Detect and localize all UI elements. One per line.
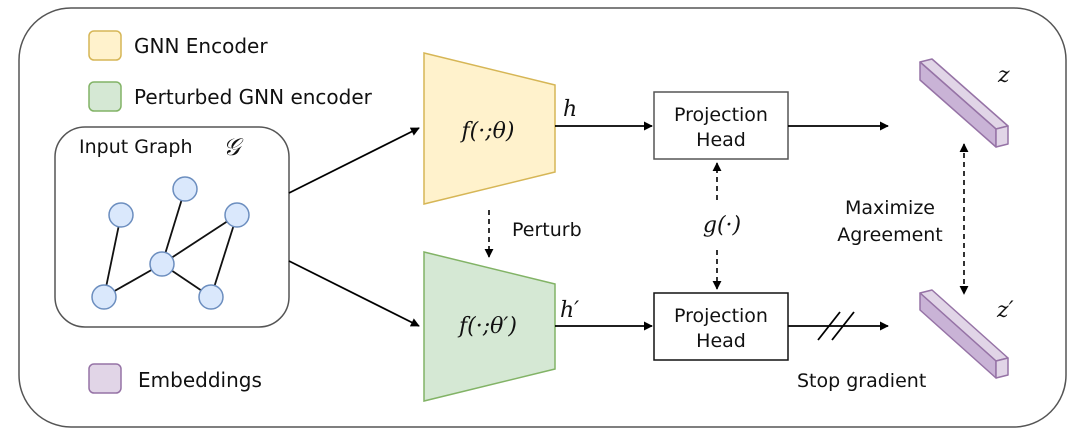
- input-graph-symbol: 𝒢: [223, 133, 244, 161]
- feature-bottom-label: h′: [560, 298, 579, 323]
- outer-frame: [18, 7, 1067, 428]
- stop-gradient-label: Stop gradient: [797, 370, 926, 392]
- perturb-label: Perturb: [512, 219, 582, 241]
- encoder-bottom-label: f(·;θ′): [457, 314, 517, 339]
- graph-edge: [161, 214, 238, 265]
- embedding-z-end-face: [995, 125, 1009, 148]
- graph-edge: [161, 188, 186, 265]
- projection-head-top-line2: Head: [696, 129, 746, 151]
- graph-edge: [103, 214, 122, 298]
- legend-encoder-label: GNN Encoder: [134, 34, 268, 58]
- projection-head-top-line1: Projection: [674, 104, 768, 126]
- projection-head-bottom-line1: Projection: [674, 305, 768, 327]
- input-graph-label: Input Graph: [79, 136, 193, 158]
- projection-head-bottom-line2: Head: [696, 330, 746, 352]
- legend-embeddings-label: Embeddings: [138, 368, 262, 392]
- graph-node: [172, 176, 198, 202]
- legend-perturbed-label: Perturbed GNN encoder: [134, 85, 373, 109]
- embedding-zprime: [919, 289, 1009, 379]
- stop-gradient-slash: [831, 311, 855, 341]
- output-bottom-label: z′: [996, 298, 1014, 323]
- encoder-top-label: f(·;θ): [460, 119, 515, 144]
- shared-head-label: g(·): [703, 213, 741, 238]
- feature-top-label: h: [563, 97, 577, 122]
- legend-encoder-swatch: [88, 30, 122, 61]
- arrow-graph-to-encoder: [288, 127, 420, 194]
- stop-gradient-slash: [817, 311, 841, 341]
- graph-node: [108, 202, 134, 228]
- maximize-label-line2: Agreement: [837, 224, 943, 246]
- legend-embeddings-swatch: [88, 363, 122, 394]
- maximize-label-line1: Maximize: [845, 197, 935, 219]
- graph-node: [224, 202, 250, 228]
- legend-perturbed-swatch: [88, 81, 122, 112]
- graph-node: [198, 284, 224, 310]
- embedding-z: [919, 58, 1009, 148]
- graph-node: [149, 251, 175, 277]
- gnn-encoder: [423, 52, 556, 205]
- graph-nodes: [91, 176, 250, 310]
- arrow-graph-to-perturbed-encoder: [288, 260, 420, 327]
- output-top-label: z: [997, 63, 1010, 88]
- graph-edge: [210, 214, 238, 298]
- perturbed-gnn-encoder: [423, 251, 556, 402]
- embedding-zprime-end-face: [995, 357, 1009, 379]
- graph-node: [91, 284, 117, 310]
- projection-head-bottom: [653, 292, 789, 361]
- input-graph-box: [54, 126, 290, 328]
